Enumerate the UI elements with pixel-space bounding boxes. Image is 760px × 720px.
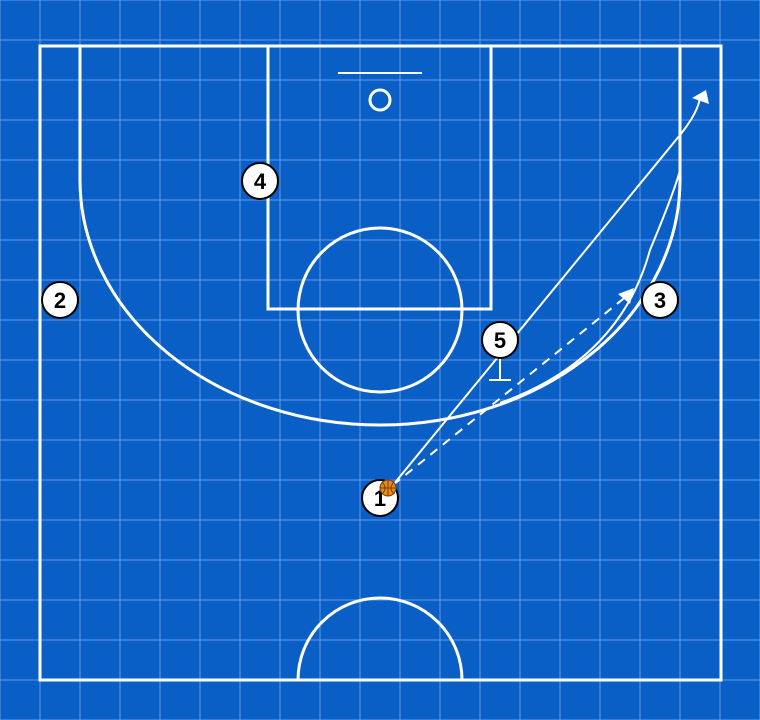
- player-1: 1: [361, 479, 399, 517]
- center-circle: [296, 596, 464, 681]
- free-throw-circle: [296, 226, 464, 394]
- player-2: 2: [41, 281, 79, 319]
- hoop: [368, 88, 392, 112]
- player-3-label: 3: [654, 288, 666, 313]
- player-5-marker: [481, 321, 519, 359]
- cut-arrowhead-1: [692, 90, 709, 104]
- player-3: 3: [641, 281, 679, 319]
- player-2-marker: [41, 281, 79, 319]
- cut-line-3: [499, 169, 681, 404]
- pass-line: [392, 294, 629, 486]
- player-4: 4: [241, 162, 279, 200]
- player-5-label: 5: [494, 328, 506, 353]
- player-4-label: 4: [254, 169, 267, 194]
- player-5: 5: [481, 321, 519, 359]
- play-actions: [392, 90, 709, 486]
- players: 1 2 3 4 5: [41, 162, 679, 517]
- player-4-marker: [241, 162, 279, 200]
- player-2-label: 2: [54, 288, 66, 313]
- player-3-marker: [641, 281, 679, 319]
- basketball-icon: [379, 479, 397, 497]
